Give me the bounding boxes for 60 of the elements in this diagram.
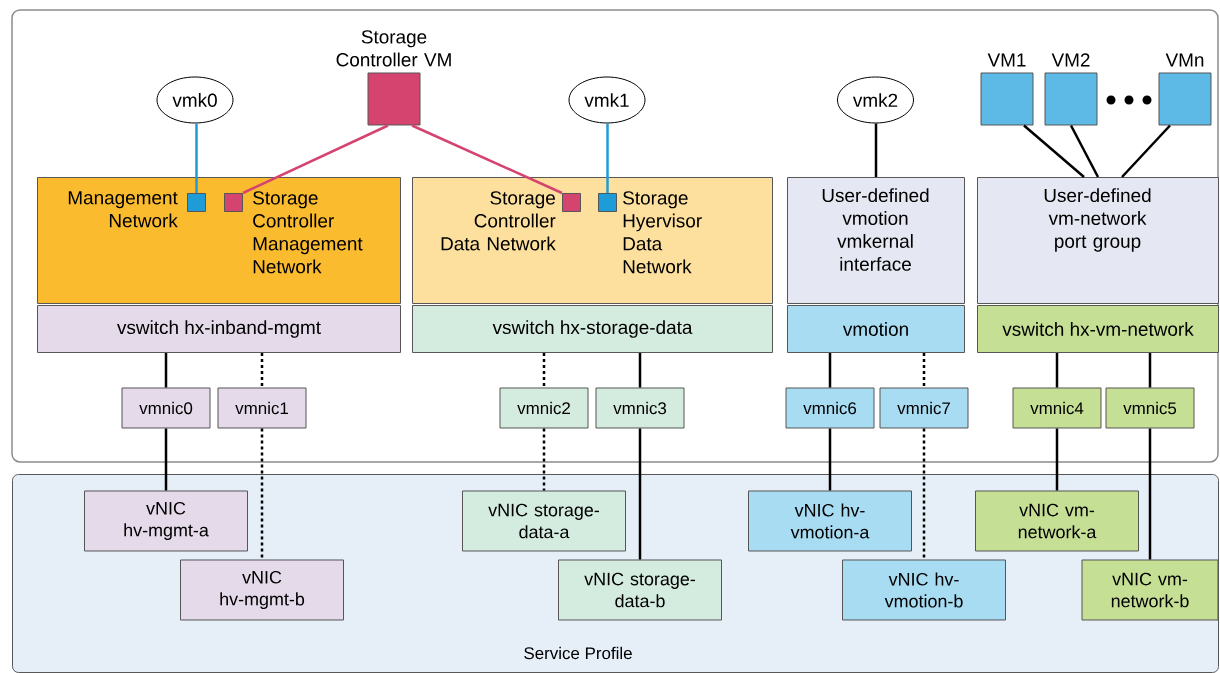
vswitch-bar: vswitch hx-storage-data bbox=[412, 305, 773, 353]
connector-line bbox=[542, 428, 546, 491]
vnic-box: vNIC hv-mgmt-a bbox=[84, 490, 248, 552]
connector-line bbox=[1055, 353, 1059, 388]
connector-line bbox=[411, 124, 563, 195]
connector-line bbox=[828, 428, 832, 491]
vmnic-box: vmnic4 bbox=[1012, 387, 1102, 429]
connector-line bbox=[1055, 428, 1059, 491]
connector-line bbox=[1023, 124, 1085, 178]
node-label: VM2 bbox=[1051, 53, 1090, 67]
vnic-box: vNIC hv-vmotion-b bbox=[842, 559, 1006, 621]
vswitch-bar: vswitch hx-vm-network bbox=[977, 305, 1219, 353]
vm-square: VM1 bbox=[980, 53, 1034, 126]
vmnic-box: vmnic2 bbox=[499, 387, 589, 429]
connector-line bbox=[1148, 353, 1152, 388]
vmnic-box: vmnic5 bbox=[1105, 387, 1195, 429]
connector-line bbox=[242, 124, 389, 195]
connector-line bbox=[1069, 124, 1100, 178]
vswitch-bar: vmotion bbox=[787, 305, 965, 353]
port-group-box: User-defined vm-network port group bbox=[977, 177, 1219, 304]
port-group-box: Storage Controller Data Network Storage Hyervisor Data Network bbox=[412, 177, 773, 304]
node-label: Storage Controller VM bbox=[336, 30, 451, 67]
port-square bbox=[562, 193, 581, 212]
connector-line bbox=[164, 428, 168, 491]
vnic-box: vNIC hv-vmotion-a bbox=[748, 490, 912, 552]
connector-line bbox=[922, 428, 926, 560]
connector-line bbox=[164, 353, 168, 388]
connector-line bbox=[260, 353, 264, 388]
vmnic-box: vmnic0 bbox=[121, 387, 211, 429]
port-group-box: Management Network Storage Controller Management Network bbox=[37, 177, 401, 304]
connector-line bbox=[638, 353, 642, 388]
vnic-box: vNIC hv-mgmt-b bbox=[180, 559, 344, 621]
vnic-box: vNIC storage-data-b bbox=[558, 559, 722, 621]
vswitch-bar: vswitch hx-inband-mgmt bbox=[37, 305, 401, 353]
vm-square: Storage Controller VM bbox=[336, 30, 451, 126]
vnic-box: vNIC storage-data-a bbox=[462, 490, 626, 552]
connector-line bbox=[874, 123, 878, 177]
node-label: VM1 bbox=[987, 53, 1026, 67]
connector-line bbox=[828, 353, 832, 388]
connector-line bbox=[260, 428, 264, 560]
port-square bbox=[187, 193, 206, 212]
connector-line bbox=[542, 353, 546, 388]
connector-line bbox=[922, 353, 926, 388]
connector-line bbox=[1148, 428, 1152, 560]
connector-line bbox=[606, 123, 609, 193]
vm-square: VMn bbox=[1158, 53, 1212, 126]
connector-line bbox=[195, 123, 198, 193]
vmnic-box: vmnic1 bbox=[217, 387, 307, 429]
connector-line bbox=[638, 428, 642, 560]
connector-line bbox=[1121, 124, 1171, 178]
vm-square: VM2 bbox=[1044, 53, 1098, 126]
vnic-box: vNIC vm-network-a bbox=[975, 490, 1139, 552]
vnic-box: vNIC vm-network-b bbox=[1081, 559, 1219, 621]
vmnic-box: vmnic6 bbox=[785, 387, 875, 429]
port-square bbox=[224, 193, 243, 212]
port-square bbox=[598, 193, 617, 212]
vmnic-box: vmnic7 bbox=[879, 387, 969, 429]
vmnic-box: vmnic3 bbox=[595, 387, 685, 429]
port-group-box: User-defined vmotion vmkernal interface bbox=[787, 177, 965, 304]
node-label: VMn bbox=[1165, 53, 1204, 67]
